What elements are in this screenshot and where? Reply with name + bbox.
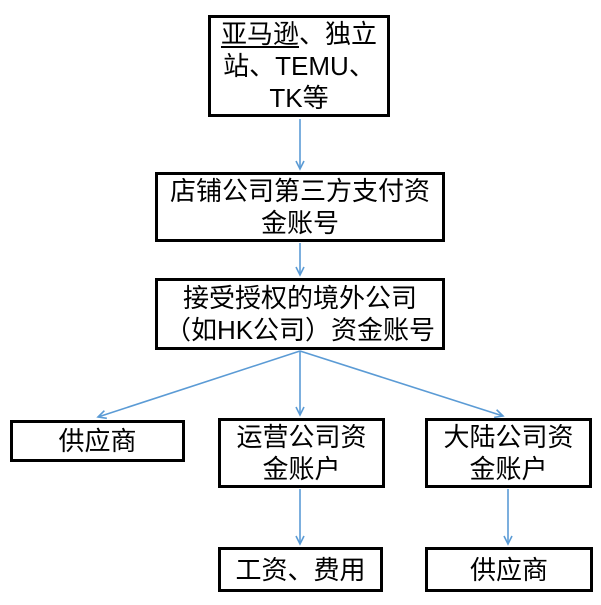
node-mainland-company-account-line1: 大陆公司资 [443,422,574,452]
node-platforms-line2: 站、TEMU、 [223,51,375,81]
node-operating-company-account: 运营公司资 金账户 [218,418,385,488]
node-platforms: 亚马逊、独立 站、TEMU、 TK等 [208,15,390,117]
node-supplier-left-label: 供应商 [58,426,137,456]
underlined-text: 亚马逊 [220,19,299,49]
arrow-overseas-to-mainland [299,350,505,419]
node-supplier-right-label: 供应商 [469,554,548,585]
node-platforms-line1: 亚马逊、独立 [221,18,377,50]
arrow-overseas-to-supplier-left [96,350,301,420]
node-overseas-company-account: 接受授权的境外公司 （如HK公司）资金账号 [155,278,445,350]
node-platforms-line3: TK等 [269,83,329,113]
node-operating-company-account-line2: 金账户 [262,454,341,484]
plain-text: 、独立 [299,19,378,49]
node-wages-expenses: 工资、费用 [218,547,383,592]
node-supplier-right: 供应商 [425,547,593,592]
node-store-payment-account-line2: 金账号 [260,208,339,238]
node-wages-expenses-label: 工资、费用 [235,554,366,585]
node-supplier-left: 供应商 [10,420,185,462]
node-overseas-company-account-line2: （如HK公司）资金账号 [164,315,436,345]
node-mainland-company-account-line2: 金账户 [469,454,548,484]
node-store-payment-account-line1: 店铺公司第三方支付资 [169,176,430,206]
node-operating-company-account-line1: 运营公司资 [236,422,367,452]
node-overseas-company-account-line1: 接受授权的境外公司 [182,283,417,313]
node-store-payment-account: 店铺公司第三方支付资 金账号 [155,172,445,242]
node-mainland-company-account: 大陆公司资 金账户 [425,418,592,488]
